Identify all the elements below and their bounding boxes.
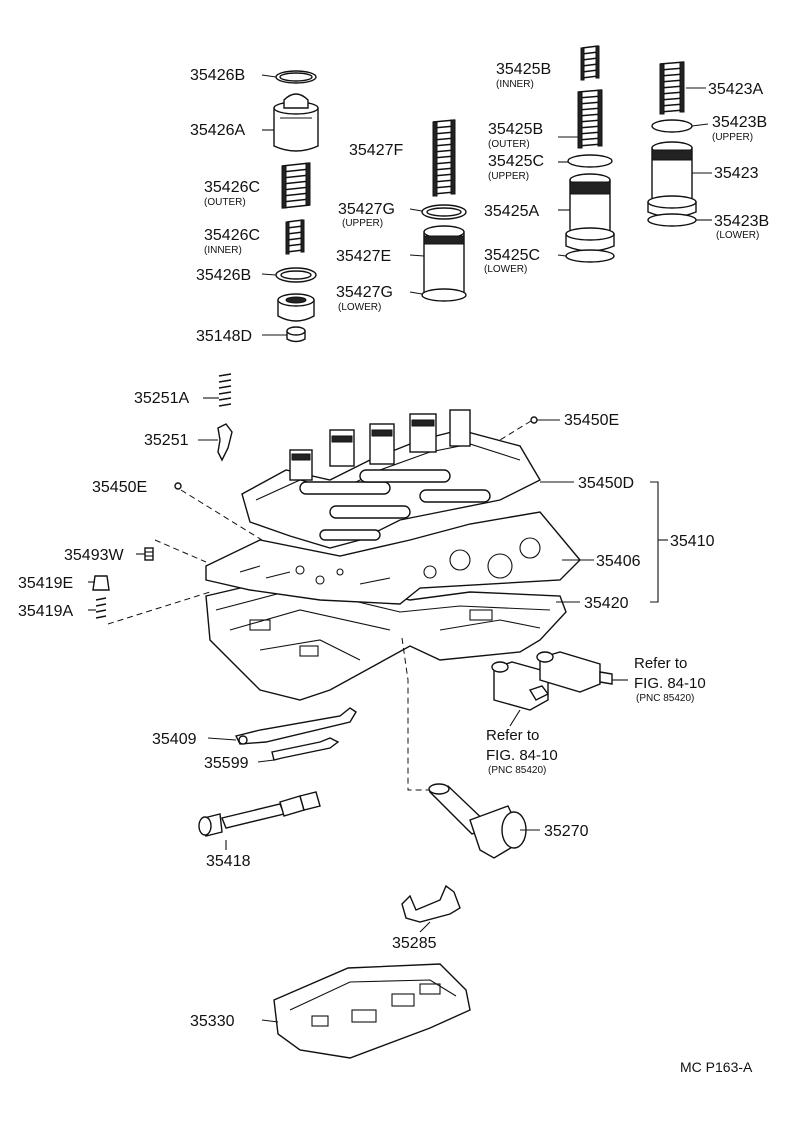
label-35450e-left: 35450E — [92, 479, 147, 496]
label-35599: 35599 — [204, 755, 249, 772]
part-35426b-bottom-oring — [275, 267, 317, 283]
label-35251: 35251 — [144, 432, 189, 449]
part-35493w-bolt — [144, 547, 154, 561]
part-35419e-plug — [92, 575, 110, 591]
label-35427f: 35427F — [349, 142, 403, 159]
label-35427g-upper-sub: (UPPER) — [342, 218, 383, 229]
part-35599-bracket — [271, 737, 340, 761]
label-35425b-inner: 35425B — [496, 61, 551, 78]
label-35425c-upper-sub: (UPPER) — [488, 171, 529, 182]
label-35425b-inner-sub: (INNER) — [496, 79, 534, 90]
solenoid-left — [491, 661, 550, 711]
part-35409-bracket — [234, 707, 357, 745]
label-35423b-upper: 35423B — [712, 114, 767, 131]
label-35418: 35418 — [206, 853, 251, 870]
label-35425c-upper: 35425C — [488, 153, 544, 170]
part-35419a-spring — [95, 597, 107, 619]
part-35285-clip — [401, 884, 461, 923]
part-35425b-outer-spring — [577, 89, 603, 149]
label-35423b-lower-sub: (LOWER) — [716, 230, 759, 241]
part-35425c-upper-oring — [567, 154, 613, 168]
label-35426a: 35426A — [190, 122, 245, 139]
label-35423a: 35423A — [708, 81, 763, 98]
label-35420: 35420 — [584, 595, 629, 612]
label-35410: 35410 — [670, 533, 715, 550]
part-35427g-lower-oring — [421, 288, 467, 302]
part-35427g-upper-oring — [421, 204, 467, 220]
ref-right-line2: FIG. 84-10 — [634, 675, 706, 692]
label-35427g-upper: 35427G — [338, 201, 395, 218]
part-plug — [277, 293, 315, 322]
part-35423-sleeve — [647, 141, 697, 218]
label-35423: 35423 — [714, 165, 759, 182]
label-35493w: 35493W — [64, 547, 124, 564]
label-35423b-upper-sub: (UPPER) — [712, 132, 753, 143]
part-35426c-outer-spring — [281, 162, 311, 209]
part-35425c-lower-oring — [565, 249, 615, 263]
label-35425b-outer-sub: (OUTER) — [488, 139, 530, 150]
label-35425b-outer: 35425B — [488, 121, 543, 138]
part-35251a-spring — [218, 373, 232, 407]
label-35425c-lower-sub: (LOWER) — [484, 264, 527, 275]
ref-right-line3: (PNC 85420) — [636, 693, 694, 704]
part-35423b-lower-oring — [647, 213, 697, 227]
part-35251-check-ball — [217, 423, 233, 462]
part-35426c-inner-spring — [285, 219, 305, 255]
label-35423b-lower: 35423B — [714, 213, 769, 230]
label-35450d: 35450D — [578, 475, 634, 492]
label-35419e: 35419E — [18, 575, 73, 592]
solenoid-right — [536, 651, 613, 693]
figure-code: MC P163-A — [680, 1059, 753, 1075]
part-35426a-valve — [273, 93, 319, 152]
label-35450e-right: 35450E — [564, 412, 619, 429]
part-35426b-top-oring — [275, 70, 317, 84]
label-35406: 35406 — [596, 553, 641, 570]
part-35270-strainer — [428, 783, 527, 859]
part-35425b-inner-spring — [580, 45, 600, 81]
part-labels: 35426B 35426A 35426C (OUTER) 35426C (INN… — [18, 61, 769, 1075]
label-35427e: 35427E — [336, 248, 391, 265]
part-35425a-sleeve — [565, 173, 615, 252]
part-35330-oil-pan — [273, 963, 471, 1059]
ref-right-line1: Refer to — [634, 655, 687, 672]
part-35423b-upper-oring — [651, 119, 693, 133]
label-35419a: 35419A — [18, 603, 73, 620]
part-35427f-spring — [432, 119, 456, 197]
leader-lines — [88, 74, 712, 1023]
label-35426c-outer-sub: (OUTER) — [204, 197, 246, 208]
ref-left-line1: Refer to — [486, 727, 539, 744]
label-35270: 35270 — [544, 823, 589, 840]
label-35427g-lower-sub: (LOWER) — [338, 302, 381, 313]
label-35426c-inner: 35426C — [204, 227, 260, 244]
ref-left-line2: FIG. 84-10 — [486, 747, 558, 764]
label-35330: 35330 — [190, 1013, 235, 1030]
label-35409: 35409 — [152, 731, 197, 748]
label-35426c-inner-sub: (INNER) — [204, 245, 242, 256]
part-35148d — [286, 326, 306, 343]
label-35425a: 35425A — [484, 203, 539, 220]
ref-left-line3: (PNC 85420) — [488, 765, 546, 776]
part-35423a-spring — [659, 61, 685, 115]
label-35427g-lower: 35427G — [336, 284, 393, 301]
label-35426b-top: 35426B — [190, 67, 245, 84]
label-35251a: 35251A — [134, 390, 189, 407]
part-35427e-sleeve — [423, 225, 465, 298]
label-35148d: 35148D — [196, 328, 252, 345]
label-35425c-lower: 35425C — [484, 247, 540, 264]
valve-body-assembly — [205, 409, 581, 701]
label-35426b-bottom: 35426B — [196, 267, 251, 284]
label-35285: 35285 — [392, 935, 437, 952]
part-35418-valve — [198, 791, 321, 837]
label-35426c-outer: 35426C — [204, 179, 260, 196]
